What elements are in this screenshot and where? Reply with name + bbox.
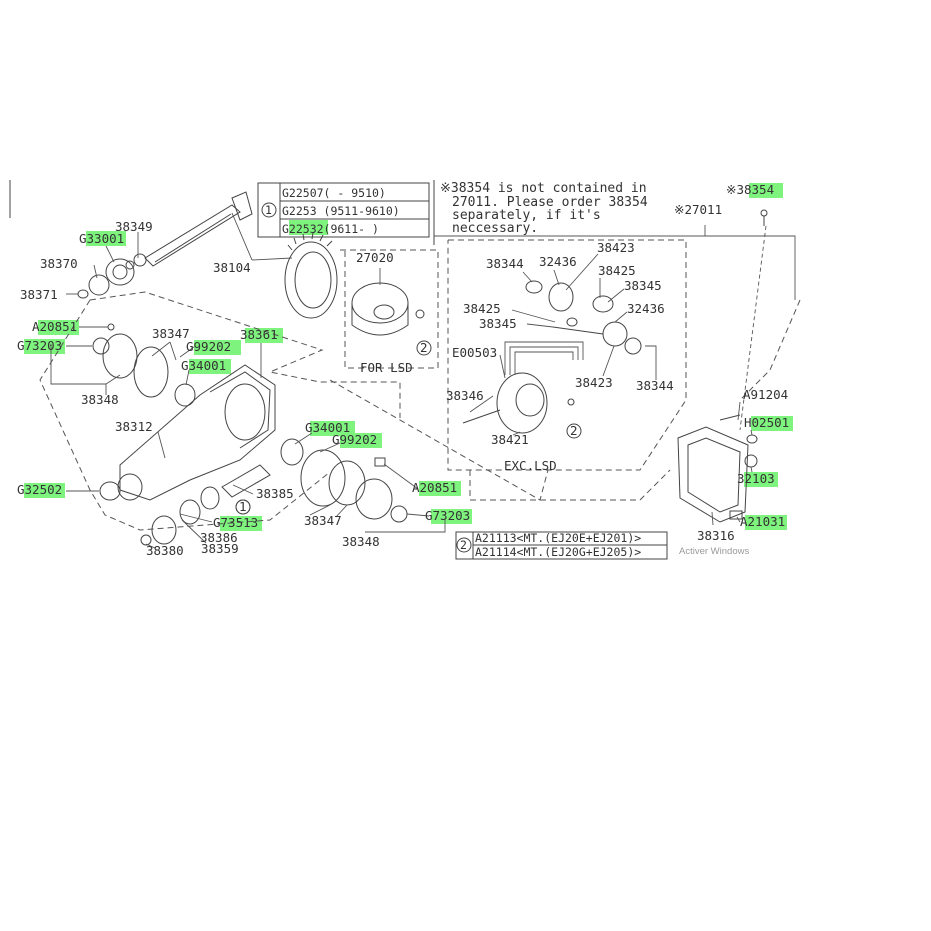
table1-row-3: G22532(9611- ) — [282, 222, 379, 236]
note-line-1: ※38354 is not contained in — [440, 181, 647, 196]
pinion-bearing — [105, 258, 135, 286]
label-38348-left: 38348 — [81, 392, 119, 407]
label-38346: 38346 — [446, 388, 484, 403]
label-32103: 32103 — [737, 471, 775, 486]
label-38348-right: 38348 — [342, 534, 380, 549]
label-38385: 38385 — [256, 486, 294, 501]
label-38345-top: 38345 — [624, 278, 662, 293]
label-32436-top: 32436 — [539, 254, 577, 269]
table1-marker: 1 — [265, 203, 272, 217]
bottom-parts — [140, 464, 271, 546]
drive-pinion — [125, 191, 253, 270]
label-38386: 38386 — [200, 530, 238, 545]
label-38421: 38421 — [491, 432, 529, 447]
label-38349: 38349 — [115, 219, 153, 234]
right-side-parts — [280, 438, 408, 523]
label-38425-left: 38425 — [463, 301, 501, 316]
circle-ref-1-gear: 1 — [239, 499, 247, 514]
label-G32502: G32502 — [17, 482, 62, 497]
rear-cover — [677, 209, 768, 523]
label-G34001-right: G34001 — [305, 420, 350, 435]
label-E00503: E00503 — [452, 345, 497, 360]
label-A20851-right: A20851 — [412, 480, 457, 495]
label-38371: 38371 — [20, 287, 58, 302]
label-38423-bottom: 38423 — [575, 375, 613, 390]
label-G99202-right: G99202 — [332, 432, 377, 447]
label-H02501: H02501 — [744, 415, 789, 430]
watermark-text: Activer Windows — [679, 546, 749, 557]
label-G99202-left: G99202 — [186, 339, 231, 354]
circle-refs: 1 2 2 — [235, 340, 578, 515]
ordering-note: ※38354 is not contained in 27011. Please… — [433, 180, 648, 245]
gear-variant-table: 1 G22507( - 9510) G2253 (9511-9610) G225… — [257, 182, 430, 238]
differential-parts — [462, 280, 642, 439]
exc-lsd-label: EXC.LSD — [504, 458, 557, 473]
label-G73203-right: G73203 — [425, 508, 470, 523]
label-G73203-left: G73203 — [17, 338, 62, 353]
label-32436-right: 32436 — [627, 301, 665, 316]
label-38425-top: 38425 — [598, 263, 636, 278]
table2-row-1: A21113<MT.(EJ20E+EJ201)> — [475, 531, 641, 545]
label-27011-ref: ※27011 — [674, 202, 722, 217]
table1-row-1: G22507( - 9510) — [282, 186, 386, 200]
note-line-3: separately, if it's — [452, 208, 601, 223]
table2-marker: 2 — [460, 538, 467, 552]
bolt-variant-table: 2 A21113<MT.(EJ20E+EJ201)> A21114<MT.(EJ… — [455, 531, 668, 560]
label-G33001: G33001 — [79, 231, 124, 246]
label-38347-left: 38347 — [152, 326, 190, 341]
circle-ref-2-lsd: 2 — [420, 340, 428, 355]
ring-gear — [284, 232, 338, 319]
for-lsd-label: FOR LSD — [360, 360, 413, 375]
label-G34001-left: G34001 — [181, 358, 226, 373]
label-A91204: A91204 — [743, 387, 788, 402]
label-38345-left: 38345 — [479, 316, 517, 331]
label-38347-right: 38347 — [304, 513, 342, 528]
leader-lines — [50, 212, 753, 549]
label-G73513: G73513 — [213, 515, 258, 530]
label-A21031: A21031 — [740, 514, 785, 529]
left-side-parts — [92, 323, 196, 407]
note-line-2: 27011. Please order 38354 — [452, 195, 648, 210]
label-38354-ref: ※38354 — [726, 182, 774, 197]
label-38359: 38359 — [201, 541, 239, 556]
label-27020: 27020 — [356, 250, 394, 265]
label-38316: 38316 — [697, 528, 735, 543]
table1-row-2: G2253 (9511-9610) — [282, 204, 400, 218]
label-38344-bottom: 38344 — [636, 378, 674, 393]
label-38344-top: 38344 — [486, 256, 524, 271]
differential-housing — [99, 364, 276, 501]
label-A20851-left: A20851 — [32, 319, 77, 334]
circle-ref-2-exc: 2 — [570, 423, 578, 438]
table2-row-2: A21114<MT.(EJ20G+EJ205)> — [475, 545, 641, 559]
label-38370: 38370 — [40, 256, 78, 271]
label-38423-top: 38423 — [597, 240, 635, 255]
label-38104: 38104 — [213, 260, 251, 275]
label-38361: 38361 — [240, 327, 278, 342]
label-38312: 38312 — [115, 419, 153, 434]
highlight-marks — [24, 183, 793, 531]
part-labels: ※38354 ※27011 38349 G33001 38370 38371 3… — [17, 182, 789, 558]
label-38380: 38380 — [146, 543, 184, 558]
note-line-4: neccessary. — [452, 221, 538, 236]
